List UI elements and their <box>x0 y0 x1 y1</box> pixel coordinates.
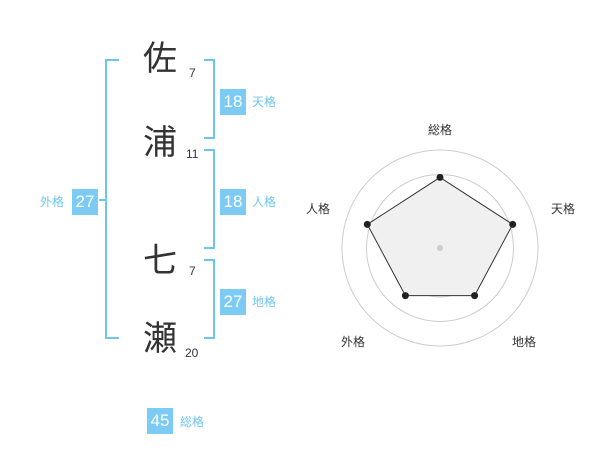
radar-point-3 <box>471 292 479 300</box>
chi-label: 地格 <box>252 295 277 309</box>
radar-axis-label-gai: 外格 <box>341 334 365 349</box>
radar-polygon <box>366 176 514 297</box>
radar-points <box>363 173 517 300</box>
ten-badge: 18 <box>220 89 246 115</box>
radar-point-1 <box>436 173 444 181</box>
radar-center-dot <box>437 245 443 251</box>
jin-badge: 18 <box>220 189 246 215</box>
sou-badge: 45 <box>147 408 173 434</box>
radar-axis-label-chi: 地格 <box>512 334 536 349</box>
radar-axis-label-jin: 人格 <box>306 201 330 216</box>
radar-point-2 <box>509 220 517 228</box>
name-char-1: 佐 <box>143 39 177 79</box>
gai-badge: 27 <box>72 189 98 215</box>
sou-label: 総格 <box>180 415 205 429</box>
ten-label: 天格 <box>252 95 277 109</box>
gai-label: 外格 <box>40 195 65 209</box>
name-char-2: 浦 <box>143 123 177 163</box>
radar-axis-label-sou: 総格 <box>428 122 452 137</box>
ten-bracket <box>204 59 215 139</box>
chi-bracket <box>204 259 215 339</box>
radar-axis-label-ten: 天格 <box>551 201 575 216</box>
stroke-count-2: 11 <box>186 147 199 161</box>
stroke-count-3: 7 <box>189 264 196 278</box>
jin-bracket <box>204 149 215 249</box>
stroke-count-1: 7 <box>189 66 196 80</box>
stroke-count-4: 20 <box>185 346 199 360</box>
radar-point-4 <box>401 292 409 300</box>
jin-label: 人格 <box>252 195 277 209</box>
name-char-3: 七 <box>143 241 177 281</box>
radar-point-5 <box>363 220 371 228</box>
name-char-4: 瀬 <box>143 319 177 359</box>
radar-ring-4 <box>341 149 539 347</box>
chi-badge: 27 <box>220 289 246 315</box>
